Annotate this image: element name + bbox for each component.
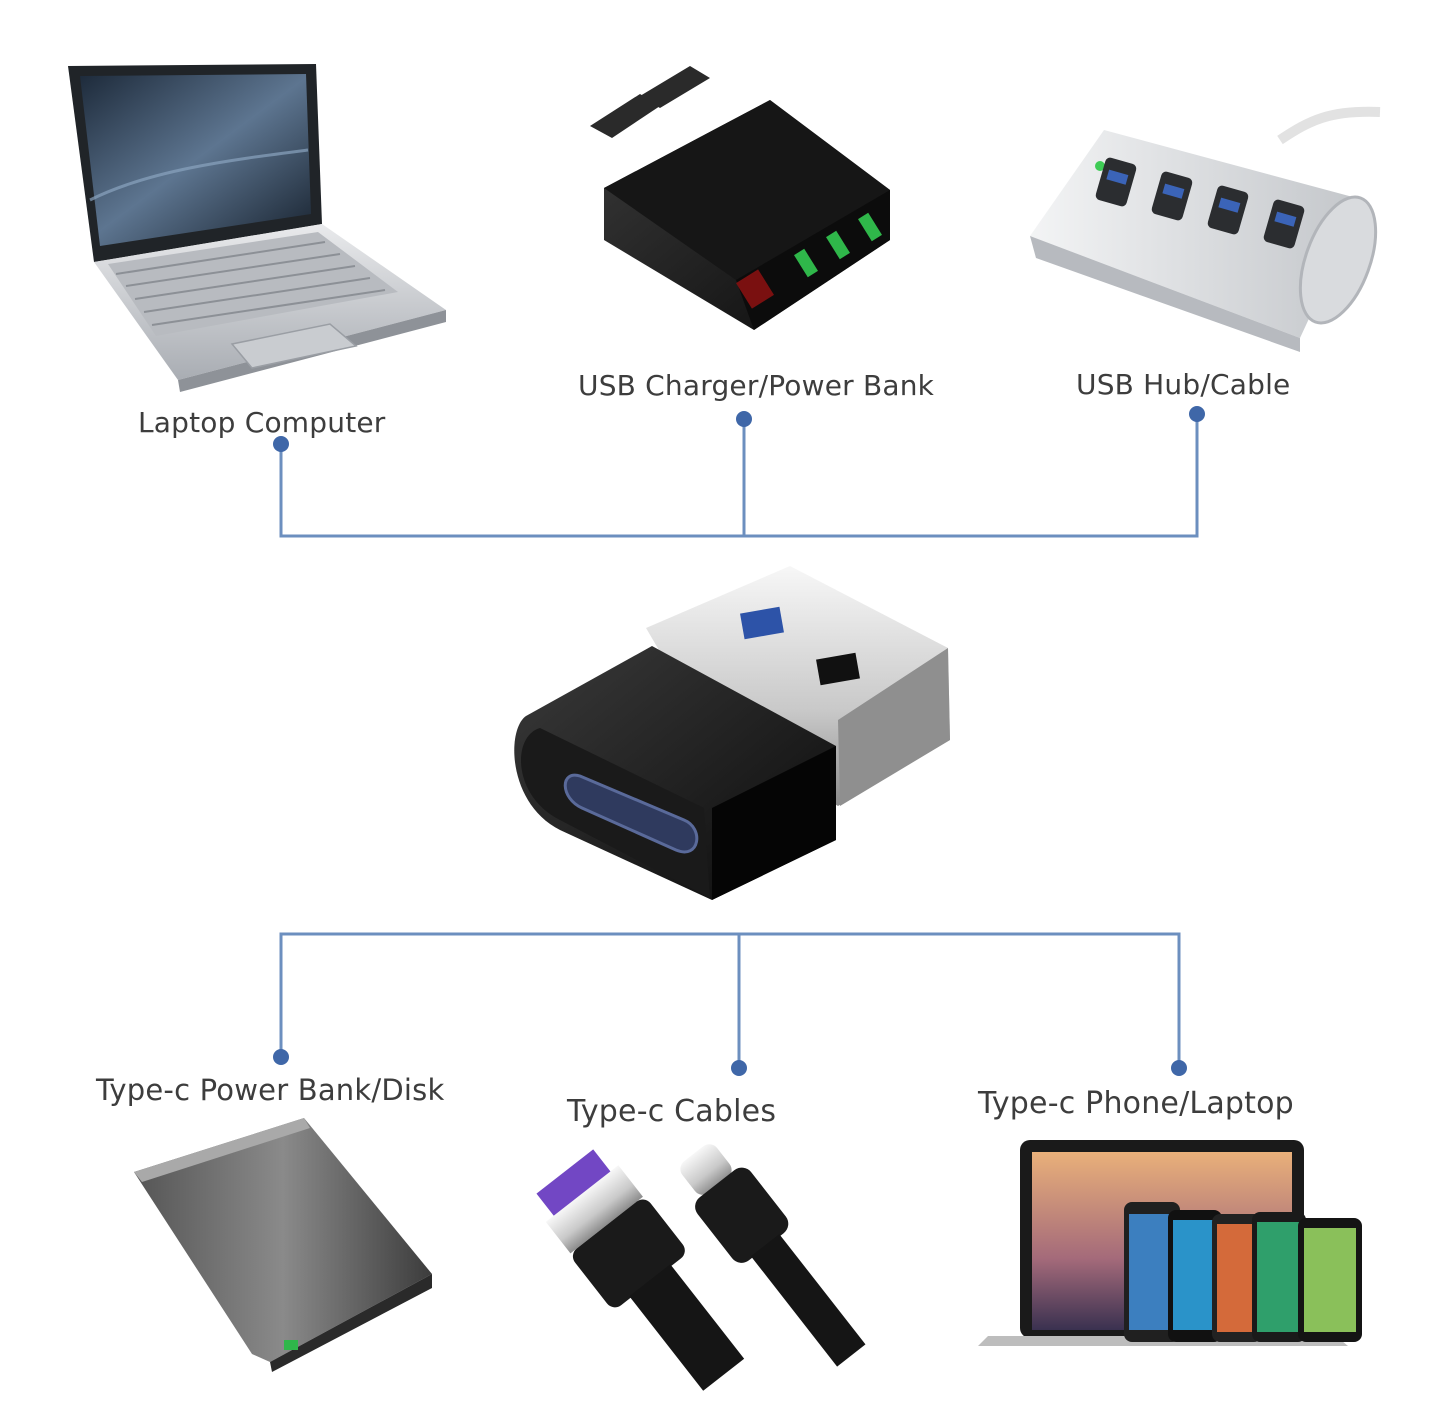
dot-powerbank [273, 1049, 289, 1065]
dot-hub [1189, 406, 1205, 422]
dot-laptop [273, 436, 289, 452]
dot-cables [731, 1060, 747, 1076]
label-usb-charger: USB Charger/Power Bank [578, 369, 935, 402]
connector-laptop [279, 414, 1199, 538]
label-laptop-computer: Laptop Computer [138, 406, 386, 439]
dot-charger [736, 411, 752, 427]
type-c-cable-icon [536, 1144, 866, 1391]
label-type-c-power-bank: Type-c Power Bank/Disk [96, 1073, 445, 1107]
phones-laptop-icon [978, 1140, 1362, 1346]
laptop-icon [68, 64, 446, 392]
bottom-connector-lines [279, 932, 1181, 1068]
bottom-connector-dots [273, 1049, 1187, 1076]
top-connector-dots [273, 406, 1205, 452]
power-bank-icon [134, 1118, 432, 1372]
top-connector-lines [279, 414, 1199, 538]
connector-powerbank [279, 932, 1181, 1068]
label-type-c-phone-laptop: Type-c Phone/Laptop [978, 1086, 1294, 1121]
usb-a-to-type-c-adapter-icon [514, 566, 950, 900]
dot-phones [1171, 1060, 1187, 1076]
wall-charger-icon [590, 66, 890, 330]
usb-hub-icon [1030, 106, 1381, 352]
label-type-c-cables: Type-c Cables [567, 1094, 777, 1129]
label-usb-hub: USB Hub/Cable [1076, 368, 1291, 401]
